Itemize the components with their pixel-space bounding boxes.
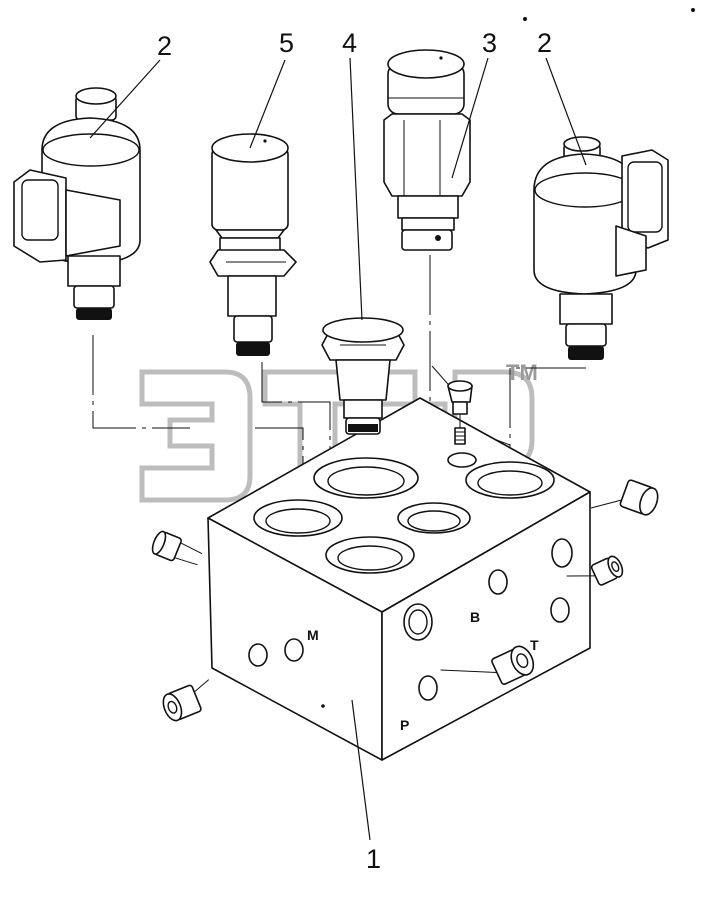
callout-5: 5: [279, 28, 294, 58]
plug-left-top: [151, 530, 203, 566]
part-2-solenoid-valve-left: [13, 87, 141, 320]
plug-left-bottom: [162, 679, 210, 722]
part-2-solenoid-valve-right: [533, 136, 669, 360]
port-label-p: P: [400, 717, 409, 733]
part-4-check-cartridge: [321, 317, 405, 435]
plug-right-top: [590, 479, 659, 516]
orifice-insert: [447, 380, 473, 445]
manifold-block: M B T P: [207, 397, 591, 761]
port-label-m: M: [307, 627, 319, 643]
callout-4: 4: [342, 28, 357, 58]
part-3-hex-cartridge: [383, 49, 471, 251]
callout-numbers: 2 5 4 3 2 1: [157, 28, 552, 874]
part-5-cartridge-valve: [209, 133, 297, 356]
corner-marks: [523, 8, 695, 21]
callout-leaders: [89, 57, 587, 841]
callout-2-right: 2: [537, 28, 552, 58]
callout-2-left: 2: [157, 31, 172, 61]
callout-3: 3: [482, 28, 497, 58]
plug-right-middle: [566, 555, 624, 586]
callout-1: 1: [366, 844, 381, 874]
port-label-b: B: [470, 609, 480, 625]
port-label-t: T: [530, 637, 539, 653]
watermark-tm: TM: [506, 360, 538, 385]
plug-right-bottom: [440, 645, 535, 685]
